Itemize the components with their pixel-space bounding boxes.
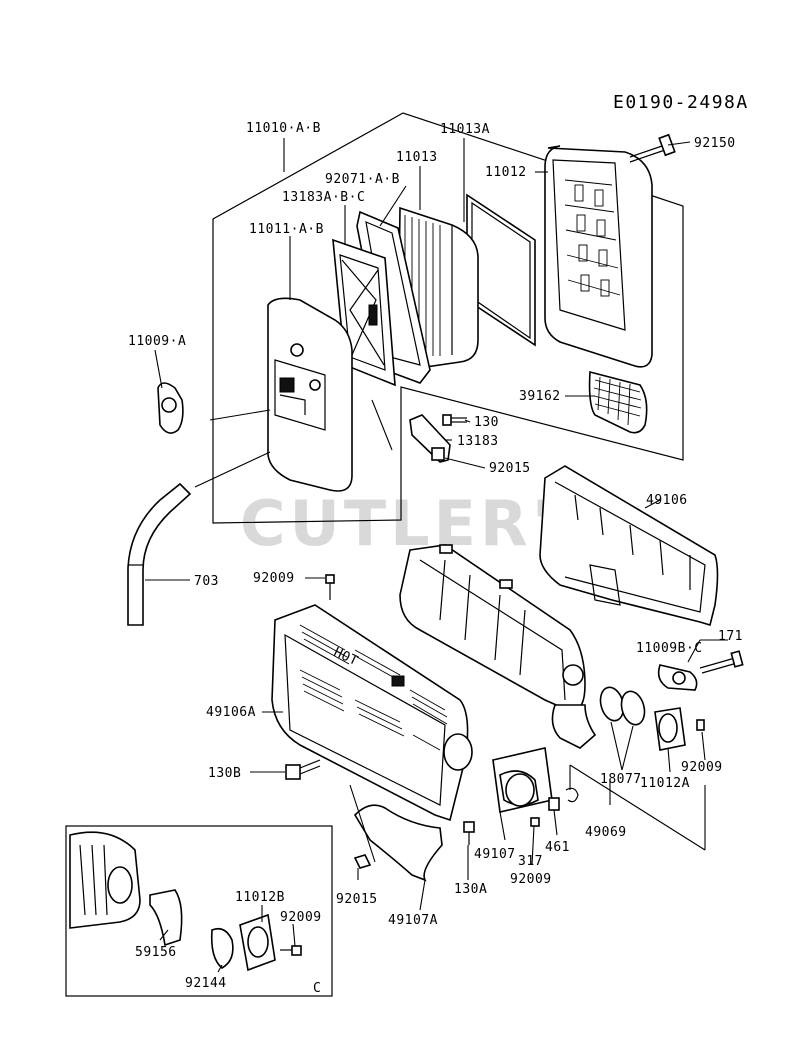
label-59156: 59156 xyxy=(135,945,177,960)
label-11013A: 11013A xyxy=(440,122,490,137)
part-703-hose xyxy=(127,482,192,626)
label-11011: 11011·A·B xyxy=(249,222,324,237)
label-11010: 11010·A·B xyxy=(246,121,321,136)
part-49107A-deflector xyxy=(353,804,443,882)
label-49107: 49107 xyxy=(474,847,516,862)
part-92150-bolt xyxy=(629,133,676,163)
inset-c: C xyxy=(65,825,333,997)
label-11012A: 11012A xyxy=(640,776,690,791)
part-92015-nut-upper xyxy=(431,447,445,461)
part-39162-screen xyxy=(588,370,648,434)
label-92009-upper: 92009 xyxy=(253,571,295,586)
label-317: 317 xyxy=(518,854,543,869)
part-92144-clamp xyxy=(210,927,234,969)
label-92015-lower: 92015 xyxy=(336,892,378,907)
part-130B-bolt xyxy=(285,759,321,780)
label-130A: 130A xyxy=(454,882,487,897)
part-130A-bolt xyxy=(463,821,475,845)
label-92071: 92071·A·B xyxy=(325,172,400,187)
label-11012B: 11012B xyxy=(235,890,285,905)
label-130B: 130B xyxy=(208,766,241,781)
label-49107A: 49107A xyxy=(388,913,438,928)
part-49106A-cover: HOT xyxy=(271,604,473,822)
label-11009A: 11009·A xyxy=(128,334,186,349)
part-59156-pipe xyxy=(149,889,183,947)
label-461: 461 xyxy=(545,840,570,855)
label-92144: 92144 xyxy=(185,976,227,991)
label-11013: 11013 xyxy=(396,150,438,165)
label-11012: 11012 xyxy=(485,165,527,180)
reference-code: E0190-2498A xyxy=(613,92,749,113)
label-49106: 49106 xyxy=(646,493,688,508)
label-703: 703 xyxy=(194,574,219,589)
label-92015-upper: 92015 xyxy=(489,461,531,476)
part-171-bolt xyxy=(699,650,744,674)
part-92009-bolt-inset xyxy=(280,945,302,956)
part-49106-shield xyxy=(539,465,719,627)
inset-marker: C xyxy=(313,981,321,996)
part-clip xyxy=(565,787,579,803)
part-11012-cover xyxy=(544,145,653,368)
label-11009B: 11009B·C xyxy=(636,641,703,656)
label-49069: 49069 xyxy=(585,825,627,840)
label-13183: 13183 xyxy=(457,434,499,449)
label-92009-lower: 92009 xyxy=(510,872,552,887)
label-171: 171 xyxy=(718,629,743,644)
part-muffler xyxy=(399,544,597,749)
label-130: 130 xyxy=(474,415,499,430)
label-92150: 92150 xyxy=(694,136,736,151)
air-cleaner-group-outline xyxy=(212,112,684,524)
part-317-bolt xyxy=(530,817,540,827)
label-49106A: 49106A xyxy=(206,705,256,720)
label-92009-right: 92009 xyxy=(681,760,723,775)
part-130-bolt xyxy=(442,414,467,426)
label-39162: 39162 xyxy=(519,389,561,404)
leader-lines xyxy=(145,138,728,911)
part-11011-base xyxy=(267,297,353,492)
part-18077-gasket-b xyxy=(620,690,646,726)
label-13183A: 13183A·B·C xyxy=(282,190,365,205)
part-49107-pipe xyxy=(492,747,553,813)
part-labels: 11010·A·B 92150 11013A 11013 11012 92071… xyxy=(128,121,743,991)
part-92015-nut-lower xyxy=(353,854,372,869)
part-11009B-gasket xyxy=(657,664,698,691)
part-92009-bolt-upper xyxy=(325,574,335,600)
part-461-nut xyxy=(548,797,560,811)
label-92009-inset: 92009 xyxy=(280,910,322,925)
part-92009-bolt-right xyxy=(696,719,705,731)
part-11012A-pipe xyxy=(654,707,686,751)
label-18077: 18077 xyxy=(600,772,642,787)
